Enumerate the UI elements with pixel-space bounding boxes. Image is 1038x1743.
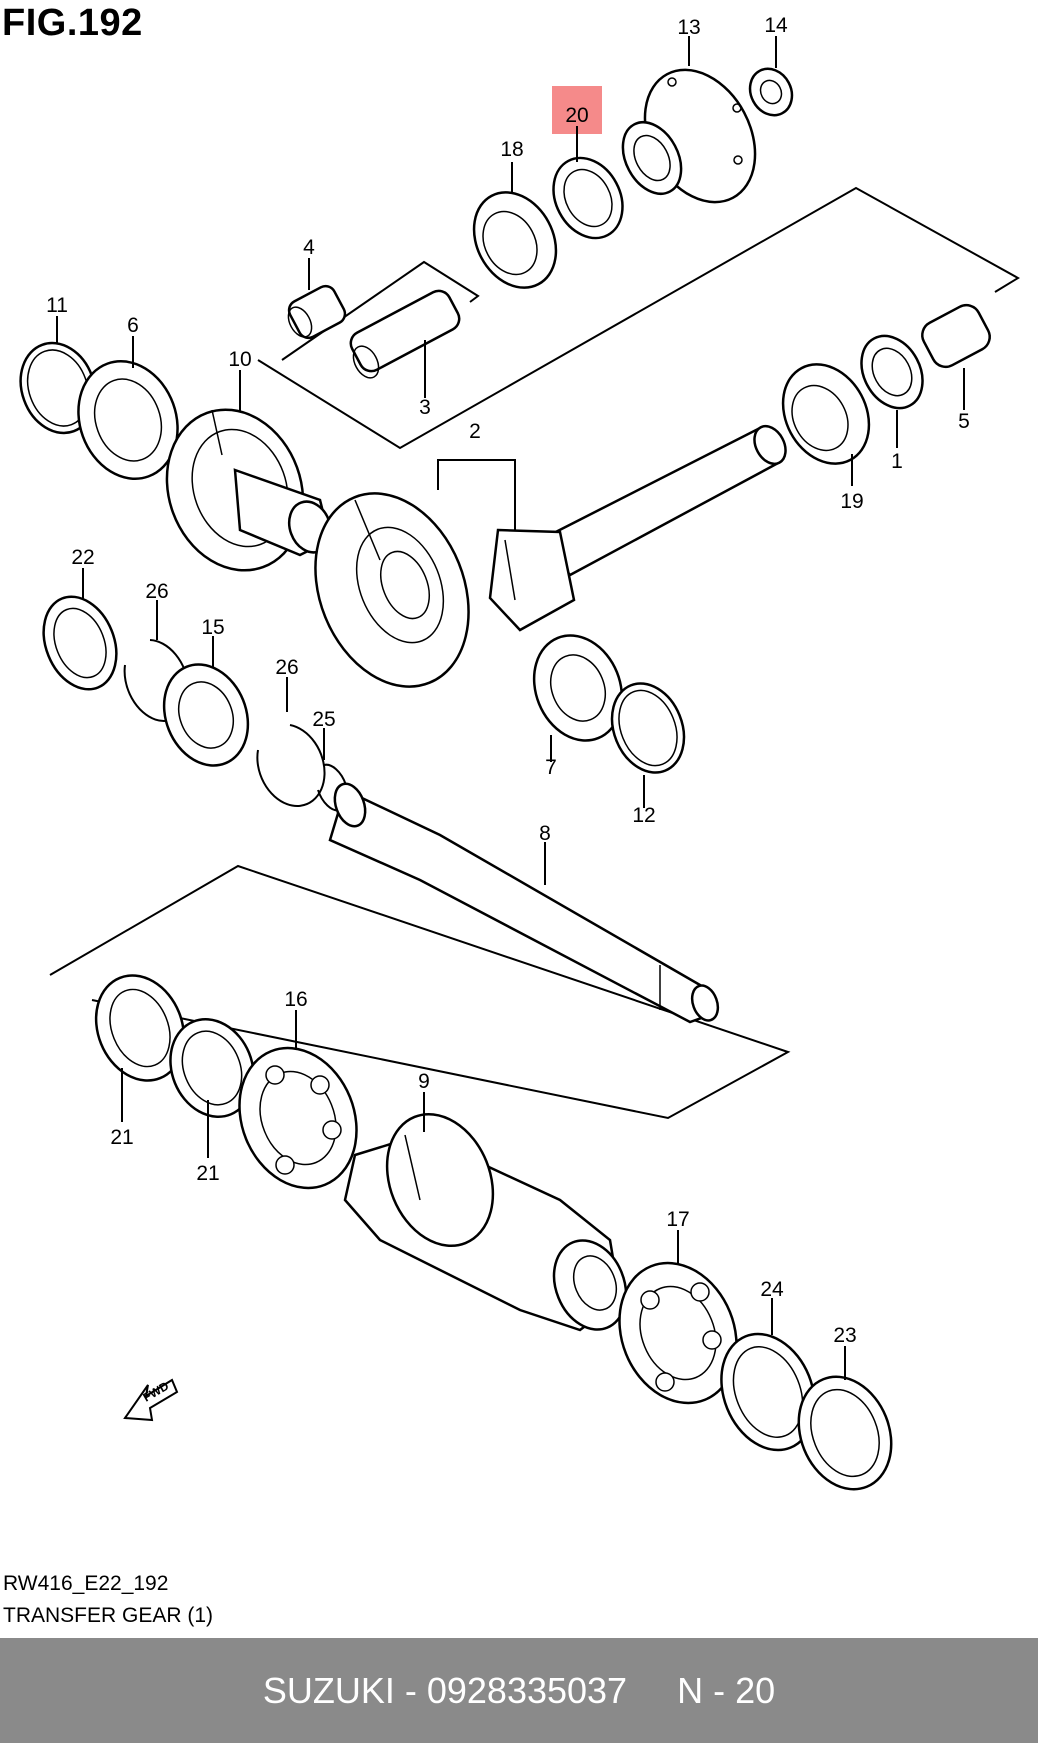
callout-13[interactable]: 13 — [677, 16, 700, 39]
footer-bar: SUZUKI - 0928335037 N - 20 — [0, 1638, 1038, 1743]
part-3-spacer — [349, 289, 461, 379]
part-2-pinion-shaft — [488, 424, 787, 632]
part-13-flange — [621, 68, 757, 204]
callout-7[interactable]: 7 — [545, 756, 557, 779]
callout-20[interactable]: 20 — [565, 104, 588, 127]
callout-14[interactable]: 14 — [764, 14, 788, 37]
callout-9[interactable]: 9 — [418, 1070, 430, 1093]
part-19-bearing — [781, 363, 871, 465]
part-11-ring — [19, 341, 97, 435]
callout-3[interactable]: 3 — [419, 396, 431, 419]
callout-25[interactable]: 25 — [312, 708, 335, 731]
group-outline-kit-3-4 — [281, 260, 480, 361]
callout-22[interactable]: 22 — [71, 546, 94, 569]
leader-lines — [56, 36, 965, 1380]
part-5-sleeve — [921, 303, 991, 369]
part-21-oil-seal-b — [169, 1018, 255, 1118]
callout-24[interactable]: 24 — [760, 1278, 784, 1301]
group-outline-shaft-2 — [257, 186, 1020, 450]
callout-26-a[interactable]: 26 — [145, 580, 168, 603]
part-20-oil-seal — [552, 156, 624, 240]
part-8-shaft — [328, 782, 720, 1024]
part-4-spacer — [287, 284, 347, 340]
fwd-arrow-icon: FWD — [123, 1378, 179, 1422]
part-12-ring — [610, 682, 686, 774]
part-17-bearing — [618, 1261, 738, 1405]
drawing-name: TRANSFER GEAR (1) — [3, 1604, 214, 1627]
part-7-bearing — [532, 634, 624, 742]
part-23-oil-seal — [797, 1375, 893, 1491]
drawing-code: RW416_E22_192 — [3, 1572, 169, 1595]
part-24-oil-seal — [720, 1332, 816, 1452]
footer-part-info: SUZUKI - 0928335037 N - 20 — [262, 1670, 776, 1711]
figure-title: FIG.192 — [2, 2, 143, 44]
callout-1[interactable]: 1 — [891, 450, 903, 473]
part-1-oil-seal — [860, 334, 924, 410]
callout-19[interactable]: 19 — [840, 490, 863, 513]
part-9-gear-shaft — [343, 1112, 628, 1332]
callout-21-b[interactable]: 21 — [196, 1162, 219, 1185]
part-6-bearing — [77, 360, 179, 480]
callout-labels: 13 14 20 18 4 3 5 1 19 11 6 10 2 7 12 22… — [46, 14, 970, 1347]
callout-17[interactable]: 17 — [666, 1208, 689, 1231]
callout-6[interactable]: 6 — [127, 314, 139, 337]
group-outline-shaft-8 — [49, 864, 791, 1120]
part-15-bearing — [162, 663, 250, 767]
callout-18[interactable]: 18 — [500, 138, 523, 161]
callout-26-b[interactable]: 26 — [275, 656, 298, 679]
callout-11[interactable]: 11 — [46, 294, 68, 317]
callout-10[interactable]: 10 — [228, 348, 251, 371]
callout-23[interactable]: 23 — [833, 1324, 856, 1347]
callout-5[interactable]: 5 — [958, 410, 970, 433]
part-14-nut — [748, 67, 794, 117]
callout-12[interactable]: 12 — [632, 804, 655, 827]
part-22-oil-seal — [42, 595, 118, 691]
callout-8[interactable]: 8 — [539, 822, 551, 845]
part-16-bearing — [238, 1046, 358, 1190]
callout-21-a[interactable]: 21 — [110, 1126, 133, 1149]
part-21-oil-seal-a — [94, 974, 186, 1082]
callout-15[interactable]: 15 — [201, 616, 224, 639]
callout-2[interactable]: 2 — [469, 420, 481, 443]
callout-4[interactable]: 4 — [303, 236, 315, 259]
callout-16[interactable]: 16 — [284, 988, 307, 1011]
part-10-gear — [165, 408, 333, 572]
part-26-snap-ring-b — [256, 724, 326, 807]
part-18-bearing — [472, 191, 558, 289]
ring-gear — [314, 492, 470, 688]
